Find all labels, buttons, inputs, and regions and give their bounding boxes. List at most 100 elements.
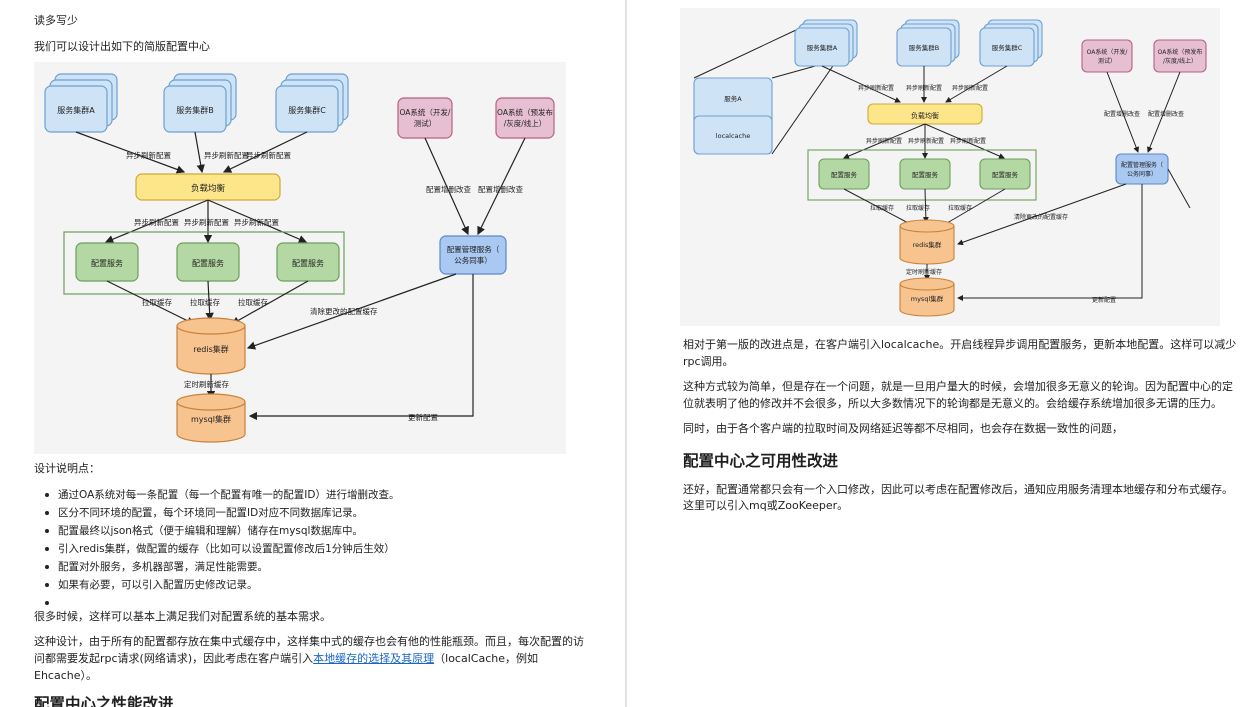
- document-page-right: 服务A localcache 服务集群A 服务集群B: [627, 0, 1240, 707]
- paragraph-problem-line-2: 位就表明了他的修改并不会很多，所以大多数情况下的轮询都是无意义的。会给缓存系统增…: [683, 397, 1222, 410]
- svg-text:异步刷新配置: 异步刷新配置: [952, 84, 988, 92]
- redis-cluster: redis集群: [899, 219, 955, 265]
- crud-config-label-1: 配置增删改查: [426, 184, 471, 194]
- paragraph-consistency: 同时，由于各个客户端的拉取时间及网络延迟等都不尽相同，也会存在数据一致性的问题，: [683, 422, 1123, 435]
- architecture-diagram-v2: 服务A localcache 服务集群A 服务集群B: [680, 8, 1220, 326]
- paragraph-improve-line-2: rpc调用。: [683, 355, 734, 368]
- svg-text:配置服务: 配置服务: [992, 170, 1019, 179]
- svg-text:服务集群C: 服务集群C: [992, 43, 1023, 52]
- svg-text:配置服务: 配置服务: [192, 258, 224, 268]
- svg-text:测试）: 测试）: [414, 118, 437, 128]
- mysql-cluster: mysql集群: [176, 393, 246, 443]
- cluster-a-label: 服务集群A: [57, 105, 95, 115]
- svg-text:mysql集群: mysql集群: [191, 414, 231, 424]
- async-refresh-labels-top: 异步刷新配置 异步刷新配置 异步刷新配置: [126, 150, 291, 160]
- service-cluster-c: 服务集群C: [979, 19, 1043, 67]
- oa-system-prod: OA系统（预发布 /灰度/线上）: [495, 97, 555, 139]
- clear-changed-cache-label: 清除更改的配置缓存: [310, 306, 378, 316]
- svg-text:OA系统（预发布: OA系统（预发布: [497, 107, 553, 117]
- paragraph-basic-needs: 很多时候，这样可以基本上满足我们对配置系统的基本需求。: [34, 610, 331, 623]
- list-item: 通过OA系统对每一条配置（每一个配置有唯一的配置ID）进行增删改查。: [44, 486, 399, 504]
- paragraph-availability-line-2: 这里可以引入mq或ZooKeeper。: [683, 499, 849, 512]
- svg-text:拉取缓存: 拉取缓存: [948, 204, 972, 212]
- list-item: 配置对外服务，多机器部署，满足性能需要。: [44, 558, 399, 576]
- svg-text:redis集群: redis集群: [913, 240, 942, 249]
- oa-system-prod: OA系统（预发布 /灰度/线上）: [1153, 39, 1207, 73]
- service-cluster-c: 服务集群C: [275, 73, 349, 133]
- document-page-left: 读多写少 我们可以设计出如下的简版配置中心 服务集群A 服务集群B: [34, 14, 584, 707]
- svg-text:测试）: 测试）: [1098, 57, 1116, 65]
- svg-text:异步刷新配置: 异步刷新配置: [246, 150, 291, 160]
- svg-text:配置管理服务（: 配置管理服务（: [1121, 161, 1163, 169]
- redis-cluster: redis集群: [176, 317, 246, 375]
- cluster-b-label: 服务集群B: [176, 105, 214, 115]
- scheduled-refresh-label: 定时刷新缓存: [184, 379, 229, 389]
- svg-text:localcache: localcache: [716, 132, 750, 140]
- config-service-group: [807, 149, 1037, 201]
- service-cluster-a: 服务集群A: [794, 19, 858, 67]
- config-service-2: 配置服务: [176, 242, 240, 282]
- page-divider: [625, 0, 627, 707]
- mysql-cluster: mysql集群: [899, 277, 955, 317]
- svg-text:异步刷新配置: 异步刷新配置: [908, 137, 944, 145]
- svg-text:拉取缓存: 拉取缓存: [238, 297, 268, 307]
- config-manager-service: 配置管理服务（ 公务同事）: [1115, 153, 1169, 185]
- async-refresh-labels-mid: 异步刷新配置 异步刷新配置 异步刷新配置: [866, 137, 986, 145]
- svg-text:服务集群B: 服务集群B: [909, 43, 939, 52]
- async-refresh-labels-top: 异步刷新配置 异步刷新配置 异步刷新配置: [858, 84, 988, 92]
- list-item: 引入redis集群，做配置的缓存（比如可以设置配置修改后1分钟后生效）: [44, 540, 399, 558]
- svg-text:mysql集群: mysql集群: [911, 294, 944, 303]
- heading-availability-improvement: 配置中心之可用性改进: [683, 452, 839, 470]
- config-service-1: 配置服务: [75, 242, 139, 282]
- svg-text:异步刷新配置: 异步刷新配置: [234, 217, 279, 227]
- paragraph-design-line-2: 问都需要发起rpc请求(网络请求)，因此考虑在客户端引入本地缓存的选择及其原理（…: [34, 652, 538, 665]
- svg-text:异步刷新配置: 异步刷新配置: [126, 150, 171, 160]
- service-cluster-a: 服务集群A: [44, 73, 118, 133]
- config-service-3: 配置服务: [979, 158, 1031, 190]
- local-cache-article-link[interactable]: 本地缓存的选择及其原理: [313, 652, 435, 665]
- config-service-3: 配置服务: [276, 242, 340, 282]
- oa-system-dev: OA系统（开发/ 测试）: [1081, 39, 1133, 73]
- scheduled-refresh-label: 定时刷新缓存: [906, 268, 942, 276]
- svg-text:OA系统（预发布: OA系统（预发布: [1158, 48, 1203, 56]
- svg-text:服务集群A: 服务集群A: [807, 43, 838, 52]
- list-item: 区分不同环境的配置，每个环境同一配置ID对应不同数据库记录。: [44, 504, 399, 522]
- paragraph-availability-line-1: 还好，配置通常都只会有一个入口修改，因此可以考虑在配置修改后，通知应用服务清理本…: [683, 483, 1233, 496]
- config-service-2: 配置服务: [899, 158, 951, 190]
- svg-text:异步刷新配置: 异步刷新配置: [134, 217, 179, 227]
- svg-text:异步刷新配置: 异步刷新配置: [906, 84, 942, 92]
- config-service-group: [63, 231, 345, 295]
- load-balancer: 负载均衡: [867, 103, 983, 125]
- list-item: 配置最终以json格式（便于编辑和理解）储存在mysql数据库中。: [44, 522, 399, 540]
- config-manager-service: 配置管理服务（ 公务同事）: [439, 235, 507, 275]
- svg-text:负载均衡: 负载均衡: [191, 183, 226, 194]
- svg-text:配置服务: 配置服务: [91, 258, 123, 268]
- design-notes-list: 通过OA系统对每一条配置（每一个配置有唯一的配置ID）进行增删改查。 区分不同环…: [44, 486, 399, 605]
- heading-performance-improvement: 配置中心之性能改进: [34, 695, 174, 707]
- update-config-label: 更新配置: [1092, 296, 1116, 304]
- paragraph-design-line-3: Ehcache）。: [34, 669, 97, 682]
- paragraph-problem-line-1: 这种方式较为简单，但是存在一个问题，就是一旦用户量大的时候，会增加很多无意义的轮…: [683, 380, 1233, 393]
- svg-text:配置服务: 配置服务: [831, 170, 858, 179]
- svg-text:配置服务: 配置服务: [292, 258, 324, 268]
- svg-text:拉取缓存: 拉取缓存: [870, 204, 894, 212]
- svg-text:拉取缓存: 拉取缓存: [142, 297, 172, 307]
- svg-text:/灰度/线上）: /灰度/线上）: [1163, 57, 1197, 65]
- localcache-box: [693, 115, 773, 155]
- svg-text:拉取缓存: 拉取缓存: [906, 204, 930, 212]
- service-cluster-b: 服务集群B: [896, 19, 960, 67]
- svg-text:拉取缓存: 拉取缓存: [190, 297, 220, 307]
- svg-text:异步刷新配置: 异步刷新配置: [858, 84, 894, 92]
- svg-text:异步刷新配置: 异步刷新配置: [950, 137, 986, 145]
- svg-text:redis集群: redis集群: [193, 344, 229, 354]
- oa-system-dev: OA系统（开发/ 测试）: [397, 97, 453, 139]
- paragraph-design-line-1: 这种设计，由于所有的配置都存放在集中式缓存中，这样集中式的缓存也会有他的性能瓶颈…: [34, 635, 584, 648]
- clear-changed-cache-label: 清除更改的配置缓存: [1014, 213, 1068, 221]
- crud-config-label-2: 配置增删改查: [1148, 110, 1184, 118]
- pull-cache-labels: 拉取缓存 拉取缓存 拉取缓存: [870, 204, 972, 212]
- svg-text:服务A: 服务A: [724, 94, 742, 103]
- crud-config-label-1: 配置增删改查: [1104, 110, 1140, 118]
- intro-text: 我们可以设计出如下的简版配置中心: [34, 40, 210, 53]
- client-service-a: 服务A localcache: [693, 77, 773, 155]
- svg-text:公务同事）: 公务同事）: [454, 255, 492, 265]
